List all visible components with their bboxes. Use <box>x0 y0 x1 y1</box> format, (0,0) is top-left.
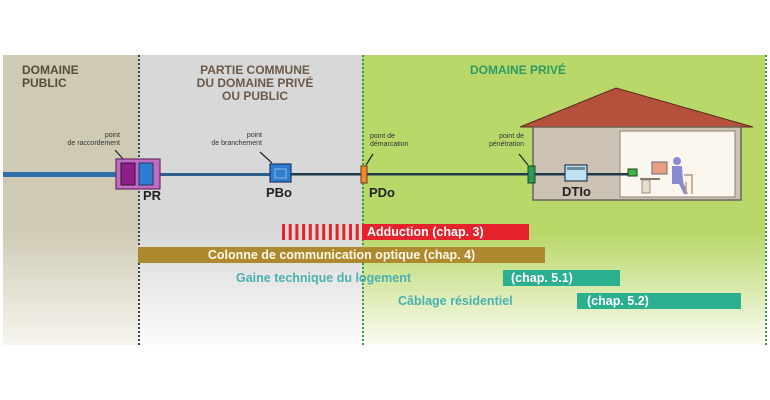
pr-right-module <box>138 162 154 186</box>
zone-common-part <box>138 55 362 345</box>
adduction-hatch-stripe <box>295 224 299 240</box>
desk-icon <box>640 178 660 180</box>
bar-cablage-chapter: (chap. 5.2) <box>577 293 741 309</box>
adduction-hatch-stripe <box>288 224 292 240</box>
adduction-hatch-stripe <box>308 224 312 240</box>
computer-monitor-icon <box>651 161 668 175</box>
adduction-hatch-stripe <box>349 224 352 240</box>
gaine-text: Gaine technique du logement <box>236 271 412 285</box>
label-branchement: point de branchement <box>182 132 262 148</box>
dtio-box-detail <box>567 167 585 170</box>
arrow-pen <box>518 153 529 166</box>
zone-title-line: PUBLIC <box>22 76 67 90</box>
zone-title-common: PARTIE COMMUNE DU DOMAINE PRIVÉ OU PUBLI… <box>150 64 360 103</box>
pbo-box-icon <box>269 163 292 183</box>
penetration-point-icon <box>527 165 536 184</box>
common-cable <box>143 173 273 176</box>
bar-gaine-chapter: (chap. 5.1) <box>503 270 620 286</box>
adduction-hatch-stripe <box>335 224 339 240</box>
dtio-code: DTIo <box>562 184 591 199</box>
adduction-hatch-stripe <box>342 224 346 240</box>
fiber-cable <box>273 173 633 176</box>
pr-left-module <box>120 162 136 186</box>
public-cable <box>3 172 143 177</box>
pdo-icon <box>360 165 368 184</box>
zone-divider-public-common <box>138 55 140 345</box>
pbo-box-detail <box>274 168 287 179</box>
cablage-text: Câblage résidentiel <box>398 294 513 308</box>
label-line: point de <box>370 133 395 140</box>
label-demarcation: point de démarcation <box>370 133 409 149</box>
bar-colonne: Colonne de communication optique (chap. … <box>138 247 545 263</box>
label-penetration: point de pénétration <box>468 133 524 149</box>
optical-socket-icon <box>627 168 638 177</box>
pbo-code: PBo <box>266 185 292 200</box>
zone-border-right <box>765 55 767 345</box>
zone-title-public: DOMAINE PUBLIC <box>22 64 79 90</box>
label-raccordement: point de raccordement <box>40 132 120 148</box>
adduction-hatch-stripe <box>322 224 326 240</box>
person-body-icon <box>672 166 688 194</box>
zone-divider-common-private <box>362 55 364 345</box>
adduction-hatch-stripe <box>355 224 359 240</box>
label-line: point <box>246 132 262 139</box>
label-line: point <box>104 132 120 139</box>
zone-title-private: DOMAINE PRIVÉ <box>470 63 567 77</box>
arrow-pr <box>114 149 125 161</box>
zone-title-line: OU PUBLIC <box>222 89 288 103</box>
adduction-hatch-stripe <box>328 224 332 240</box>
label-line: point de <box>499 133 524 140</box>
house-roof <box>519 87 754 128</box>
zone-title-line: PARTIE COMMUNE <box>200 63 310 77</box>
label-line: pénétration <box>488 141 524 148</box>
person-head <box>673 157 681 165</box>
bar-adduction: Adduction (chap. 3) <box>362 224 529 240</box>
adduction-hatch <box>282 224 359 240</box>
chair-icon <box>684 174 693 194</box>
adduction-hatch-stripe <box>315 224 319 240</box>
pdo-code: PDo <box>369 185 395 200</box>
label-line: de branchement <box>211 140 262 147</box>
pr-code: PR <box>143 188 162 203</box>
zone-title-line: DOMAINE <box>22 63 79 77</box>
arrow-pdo <box>365 153 374 166</box>
label-line: de raccordement <box>67 140 120 147</box>
adduction-hatch-stripe <box>282 224 285 240</box>
adduction-hatch-stripe <box>302 224 306 240</box>
zone-public-domain <box>3 55 138 345</box>
zone-title-line: DU DOMAINE PRIVÉ <box>196 76 314 90</box>
arrow-pbo <box>259 151 273 164</box>
desk-drawers <box>641 179 651 194</box>
label-line: démarcation <box>370 141 409 148</box>
